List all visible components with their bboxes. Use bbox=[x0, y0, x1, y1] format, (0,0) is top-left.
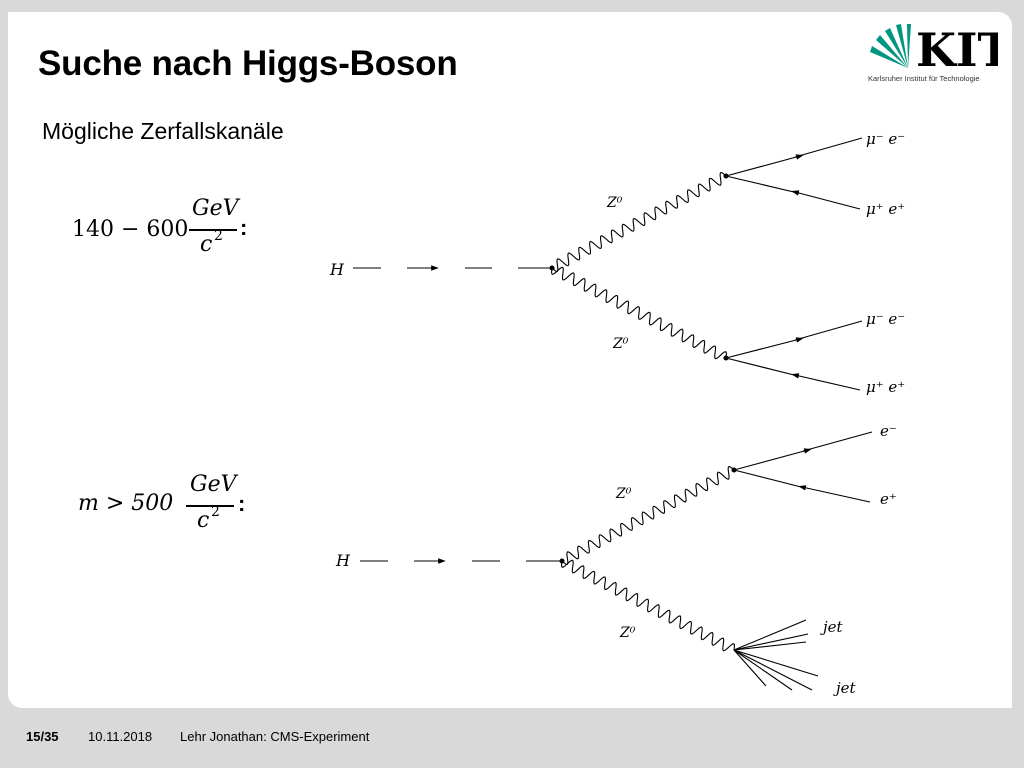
fermion-line bbox=[725, 175, 799, 194]
jet-line bbox=[733, 619, 807, 651]
formula-exponent: 2 bbox=[211, 504, 220, 520]
z-boson-label: Z⁰ bbox=[606, 195, 623, 211]
fermion-line bbox=[725, 154, 804, 177]
page-title: Suche nach Higgs-Boson bbox=[38, 44, 458, 83]
footer-date: 10.11.2018 bbox=[88, 729, 153, 744]
logo-subtext: Karlsruher Institut für Technologie bbox=[868, 74, 980, 83]
formula-colon: : bbox=[238, 491, 246, 516]
z-boson-wavy-line bbox=[551, 266, 727, 360]
lepton-label: μ⁺ e⁺ bbox=[866, 200, 905, 218]
decay-diagram-zz-electrons-jets: H Z⁰ Z⁰ e⁻ e⁺ jet jet bbox=[335, 422, 897, 697]
fermion-line bbox=[794, 137, 863, 158]
z-boson-label: Z⁰ bbox=[619, 625, 636, 641]
jet-label: jet bbox=[833, 679, 857, 697]
lepton-label: μ⁻ e⁻ bbox=[866, 130, 905, 148]
logo-text: KIT bbox=[916, 23, 998, 74]
fermion-line bbox=[794, 320, 863, 341]
fermion-line bbox=[798, 485, 871, 503]
page-subtitle: Mögliche Zerfallskanäle bbox=[42, 118, 284, 144]
z-boson-wavy-line bbox=[561, 465, 735, 566]
slide bbox=[8, 12, 1012, 708]
higgs-label: H bbox=[335, 551, 351, 570]
lepton-label: μ⁻ e⁻ bbox=[866, 310, 905, 328]
jet-line bbox=[733, 649, 767, 687]
jet-line bbox=[733, 649, 813, 691]
z-boson-wavy-line bbox=[561, 559, 735, 652]
kit-logo: KIT Karlsruher Institut für Technologie bbox=[868, 22, 1012, 84]
formula-prefix: 140 − 600 bbox=[72, 217, 189, 242]
electron-label: e⁻ bbox=[880, 422, 897, 440]
formula-denominator: c bbox=[197, 508, 210, 533]
jet-line bbox=[733, 649, 793, 691]
decay-diagram-zz-leptons: H Z⁰ Z⁰ μ⁻ e⁻ μ⁺ e⁺ μ⁻ e⁻ μ⁺ e⁺ bbox=[329, 130, 905, 396]
fermion-line bbox=[725, 337, 804, 359]
higgs-label: H bbox=[329, 260, 345, 279]
z-boson-label: Z⁰ bbox=[612, 336, 629, 352]
fermion-line bbox=[725, 357, 799, 377]
formula-colon: : bbox=[240, 215, 248, 240]
fermion-line bbox=[733, 469, 806, 489]
z-boson-wavy-line bbox=[551, 171, 727, 273]
fermion-line bbox=[791, 190, 861, 210]
fermion-line bbox=[791, 373, 861, 391]
lepton-label: μ⁺ e⁺ bbox=[866, 378, 905, 396]
positron-label: e⁺ bbox=[880, 490, 897, 508]
jet-label: jet bbox=[820, 618, 844, 636]
formula-exponent: 2 bbox=[214, 228, 223, 244]
fermion-line bbox=[802, 431, 873, 452]
jet-line bbox=[733, 649, 819, 677]
fermion-line bbox=[733, 448, 812, 471]
mass-range-formula-2: m > 500 GeV c 2 : bbox=[78, 470, 268, 536]
mass-range-formula-1: 140 − 600 GeV c 2 : bbox=[72, 196, 262, 262]
formula-prefix: m > 500 bbox=[78, 491, 174, 516]
z-boson-label: Z⁰ bbox=[615, 486, 632, 502]
formula-numerator: GeV bbox=[190, 472, 237, 497]
kit-logo-mark-icon: KIT bbox=[870, 23, 1012, 77]
fraction-bar bbox=[186, 505, 234, 507]
footer-author: Lehr Jonathan: CMS-Experiment bbox=[180, 729, 370, 744]
page-number: 15/35 bbox=[26, 729, 59, 744]
formula-denominator: c bbox=[200, 232, 213, 257]
formula-numerator: GeV bbox=[192, 196, 239, 221]
fraction-bar bbox=[189, 229, 237, 231]
jet-line bbox=[733, 641, 807, 651]
jet-line bbox=[733, 633, 809, 651]
